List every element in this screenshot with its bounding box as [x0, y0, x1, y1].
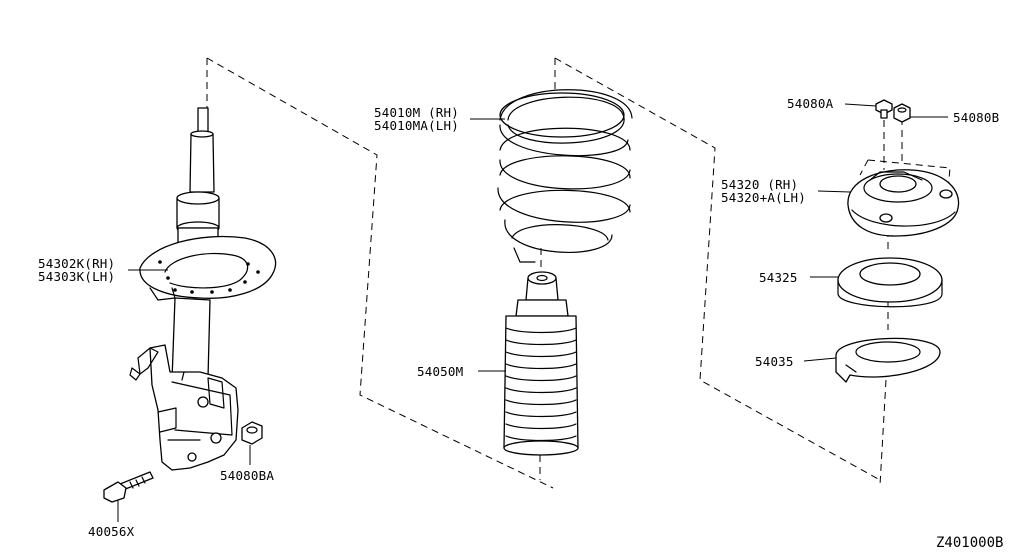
coil-spring: [497, 89, 633, 263]
strut-assembly: [103, 107, 277, 503]
strut-rod-tip: [197, 107, 209, 135]
callout-labels: 54302K(RH) 54303K(LH) 54010M (RH) 54010M…: [38, 96, 999, 539]
upper-spring-seat: [835, 337, 941, 383]
label-nut-a: 54080A: [787, 96, 834, 111]
label-mount-rh: 54320 (RH): [721, 177, 798, 192]
knuckle-bolt: [103, 471, 154, 503]
top-nut-b: [893, 103, 911, 123]
strut-seat-holes: [158, 260, 260, 294]
drawing-code: Z401000B: [936, 535, 1003, 551]
label-bearing: 54325: [759, 270, 798, 285]
label-strut-rh: 54302K(RH): [38, 256, 115, 271]
label-spring-seat: 54035: [755, 354, 794, 369]
label-spring-rh: 54010M (RH): [374, 105, 459, 120]
strut-body: [171, 297, 211, 381]
label-mount-lh: 54320+A(LH): [721, 190, 806, 205]
label-bumper-boot: 54050M: [417, 364, 463, 379]
strut-spring-seat: [139, 235, 277, 299]
assembly-dashed-outlines: [206, 57, 951, 489]
label-knuckle-bolt: 40056X: [88, 524, 135, 539]
label-spring-lh: 54010MA(LH): [374, 118, 459, 133]
knuckle-nut: [241, 421, 263, 445]
strut-mount: [847, 169, 960, 237]
strut-bearing: [837, 257, 943, 308]
label-nut-b: 54080B: [953, 110, 999, 125]
label-strut-lh: 54303K(LH): [38, 269, 115, 284]
strut-piston-rod: [189, 133, 215, 193]
leader-lines: [117, 103, 948, 522]
label-knuckle-nut: 54080BA: [220, 468, 274, 483]
top-nut-a: [875, 99, 893, 119]
bumper-boot: [503, 271, 579, 456]
